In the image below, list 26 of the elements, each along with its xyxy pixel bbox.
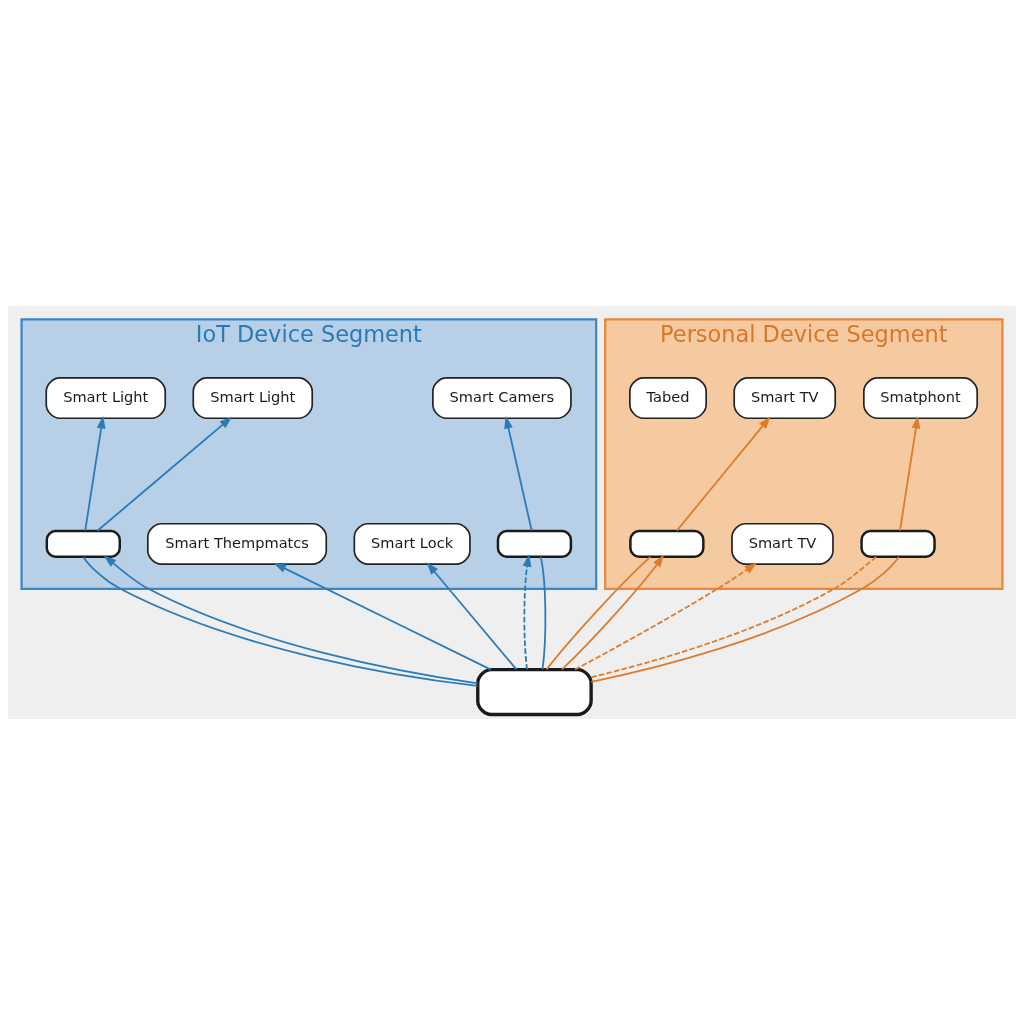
node-box xyxy=(496,529,573,558)
arrow xyxy=(574,562,758,670)
node-box: Smart TV xyxy=(733,376,837,419)
connector xyxy=(539,555,547,670)
arrow xyxy=(84,415,106,531)
node-box: Smatphont xyxy=(863,376,979,419)
node-box: Smart Thempmatcs xyxy=(147,522,328,565)
node-box xyxy=(629,529,705,558)
arrow xyxy=(504,415,533,531)
arrow xyxy=(899,415,921,531)
node-box xyxy=(45,529,121,558)
arrow xyxy=(522,553,532,670)
node-box: Smart Camers xyxy=(432,376,572,419)
node-box xyxy=(860,529,936,558)
node-box xyxy=(476,667,593,716)
node-box: Smart TV xyxy=(731,522,834,565)
arrow xyxy=(426,561,518,670)
connector xyxy=(545,555,652,670)
node-box: Tabed xyxy=(629,376,707,419)
node-box: Smart Lock xyxy=(353,522,471,565)
arrow xyxy=(561,554,665,670)
node-box: Smart Light xyxy=(45,376,167,419)
arrow xyxy=(96,416,233,532)
arrow xyxy=(676,415,771,531)
node-box: Smart Light xyxy=(192,376,314,419)
arrow xyxy=(273,562,492,670)
